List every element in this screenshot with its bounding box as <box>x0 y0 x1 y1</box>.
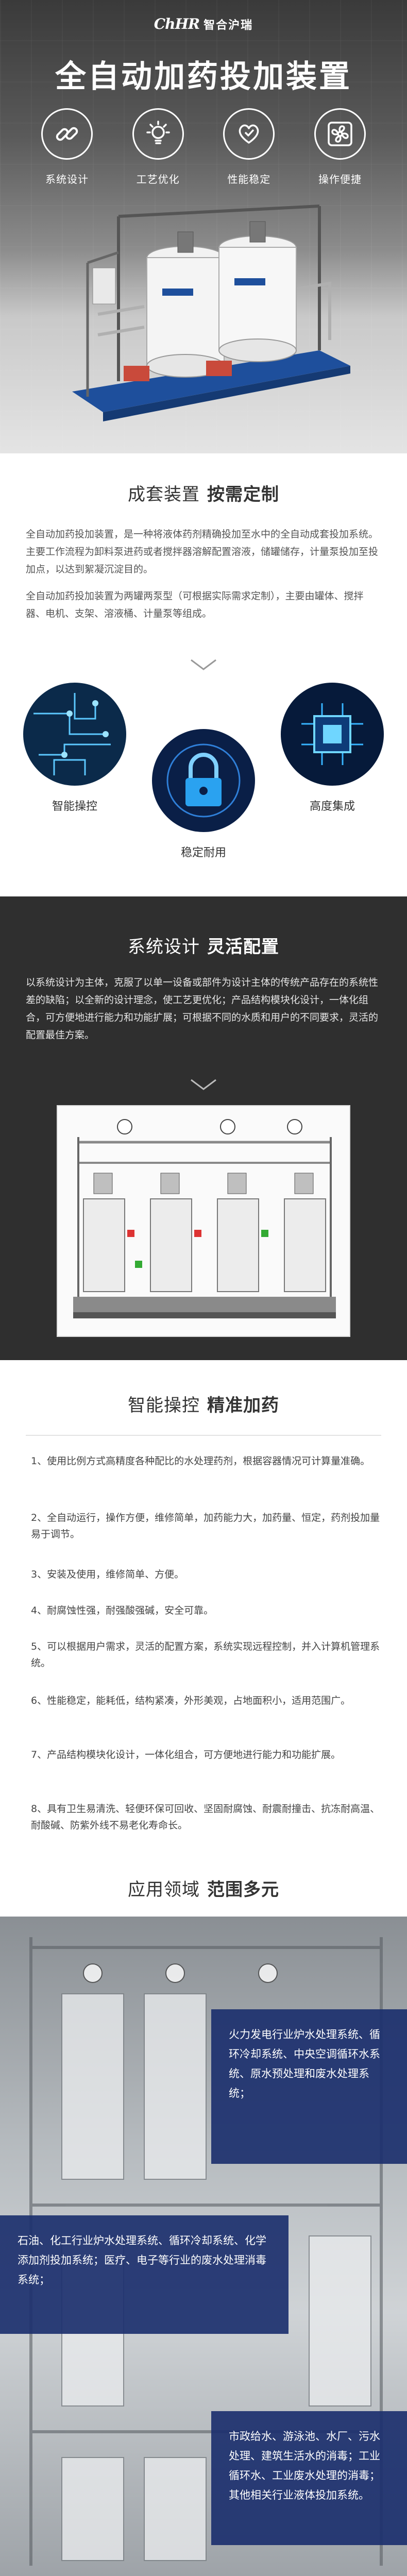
brand-logo[interactable]: ChHR 智合沪瑞 <box>0 15 407 32</box>
feature-list-item: 1、使用比例方式高精度各种配比的水处理药剂，根据容器情况可计算量准确。 <box>31 1455 370 1467</box>
feature-list-item: 2、全自动运行，操作方便，维修简单，加药能力大，加药量、恒定，药剂投加量易于调节… <box>31 1512 380 1540</box>
section-title-strong: 灵活配置 <box>207 937 279 957</box>
hero-feature-process-optimization: 工艺优化 <box>120 108 197 186</box>
feature-list-item: 5、可以根据用户需求，灵活的配置方案，系统实现远程控制，并入计算机管理系统。 <box>31 1641 380 1669</box>
chevron-down-icon <box>191 659 216 670</box>
feature-smart-control: 智能操控 <box>23 683 126 814</box>
hero-feature-label: 操作便捷 <box>318 173 362 185</box>
hero-banner: ChHR 智合沪瑞 全自动加药投加装置 系统设计 <box>0 0 407 453</box>
section-system-design: 系统设计灵活配置 以系统设计为主体，克服了以单一设备或部件为设计主体的传统产品存… <box>0 896 407 1360</box>
application-panel-chemical: 石油、化工行业炉水处理系统、循环冷却系统、化学添加剂投加系统；医疗、电子等行业的… <box>0 2215 289 2334</box>
section-title-strong: 精准加药 <box>207 1395 279 1416</box>
feature-list-item: 8、具有卫生易清洗、轻便环保可回收、坚固耐腐蚀、耐震耐撞击、抗冻耐高温、耐酸碱、… <box>31 1803 380 1831</box>
feature-list-item: 6、性能稳定，能耗低，结构紧凑，外形美观，占地面积小，适用范围广。 <box>31 1695 351 1706</box>
feature-list-item: 4、耐腐蚀性强，耐强酸强碱，安全可靠。 <box>31 1605 214 1616</box>
feature-label: 稳定耐用 <box>180 846 226 859</box>
lightbulb-icon <box>132 108 184 160</box>
hero-feature-icons: 系统设计 工艺优化 <box>28 108 379 186</box>
chevron-down-icon <box>191 1079 216 1090</box>
section-title-light: 成套装置 <box>128 484 200 505</box>
section-title-strong: 范围多元 <box>207 1879 279 1900</box>
link-icon <box>41 108 93 160</box>
composition-paragraph: 全自动加药投加装置为两罐两泵型（可根据实际需求定制），主要由罐体、搅拌器、电机、… <box>26 590 364 619</box>
section-title: 成套装置按需定制 <box>0 480 407 505</box>
divider <box>26 1435 381 1436</box>
hero-feature-stable-performance: 性能稳定 <box>210 108 287 186</box>
padlock-icon <box>152 729 255 832</box>
dosing-device-illustration <box>72 205 350 421</box>
fan-icon <box>314 108 366 160</box>
section-title: 智能操控精准加药 <box>0 1391 407 1416</box>
hero-feature-system-design: 系统设计 <box>28 108 106 186</box>
equipment-diagram <box>57 1105 350 1337</box>
hero-feature-label: 系统设计 <box>45 173 89 185</box>
feature-high-integration: 高度集成 <box>281 683 384 814</box>
section-title: 系统设计灵活配置 <box>0 933 407 958</box>
feature-list-item: 7、产品结构模块化设计，一体化组合，可方便地进行能力和功能扩展。 <box>31 1749 341 1760</box>
brand-mark: ChHR <box>154 15 200 32</box>
section-title-light: 智能操控 <box>128 1395 200 1416</box>
design-paragraph: 以系统设计为主体，克服了以单一设备或部件为设计主体的传统产品存在的系统性差的缺陷… <box>26 977 379 1041</box>
feature-durable: 稳定耐用 <box>152 729 255 860</box>
application-panel-municipal: 市政给水、游泳池、水厂、污水处理、建筑生活水的消毒；工业循环水、工业废水处理的消… <box>211 2411 407 2545</box>
page-title: 全自动加药投加装置 <box>55 59 352 95</box>
hero-feature-label: 性能稳定 <box>227 173 271 185</box>
circuit-board-icon <box>23 683 126 786</box>
section-title-strong: 按需定制 <box>207 484 279 505</box>
section-applications: 应用领域范围多元 火力发电行业炉水处理系统、循环冷却系统、中央空调循环水系统、原… <box>0 1875 407 2576</box>
section-title: 应用领域范围多元 <box>0 1875 407 1901</box>
heart-shield-icon <box>223 108 275 160</box>
section-smart-control: 智能操控精准加药 1、使用比例方式高精度各种配比的水处理药剂，根据容器情况可计算… <box>0 1360 407 1875</box>
intro-paragraph: 全自动加药投加装置，是一种将液体药剂精确投加至水中的全自动成套投加系统。主要工作… <box>26 529 379 575</box>
hero-feature-easy-operation: 操作便捷 <box>301 108 379 186</box>
section-title-light: 应用领域 <box>128 1879 200 1900</box>
hero-feature-label: 工艺优化 <box>136 173 180 185</box>
application-panel-power: 火力发电行业炉水处理系统、循环冷却系统、中央空调循环水系统、原水预处理和废水处理… <box>211 2009 407 2164</box>
feature-label: 智能操控 <box>52 800 97 813</box>
feature-list-item: 3、安装及使用，维修简单、方便。 <box>31 1569 184 1580</box>
chip-icon <box>281 683 384 786</box>
brand-name: 智合沪瑞 <box>204 19 253 32</box>
feature-label: 高度集成 <box>309 800 355 813</box>
section-complete-set: 成套装置按需定制 全自动加药投加装置，是一种将液体药剂精确投加至水中的全自动成套… <box>0 453 407 896</box>
section-title-light: 系统设计 <box>128 937 200 957</box>
